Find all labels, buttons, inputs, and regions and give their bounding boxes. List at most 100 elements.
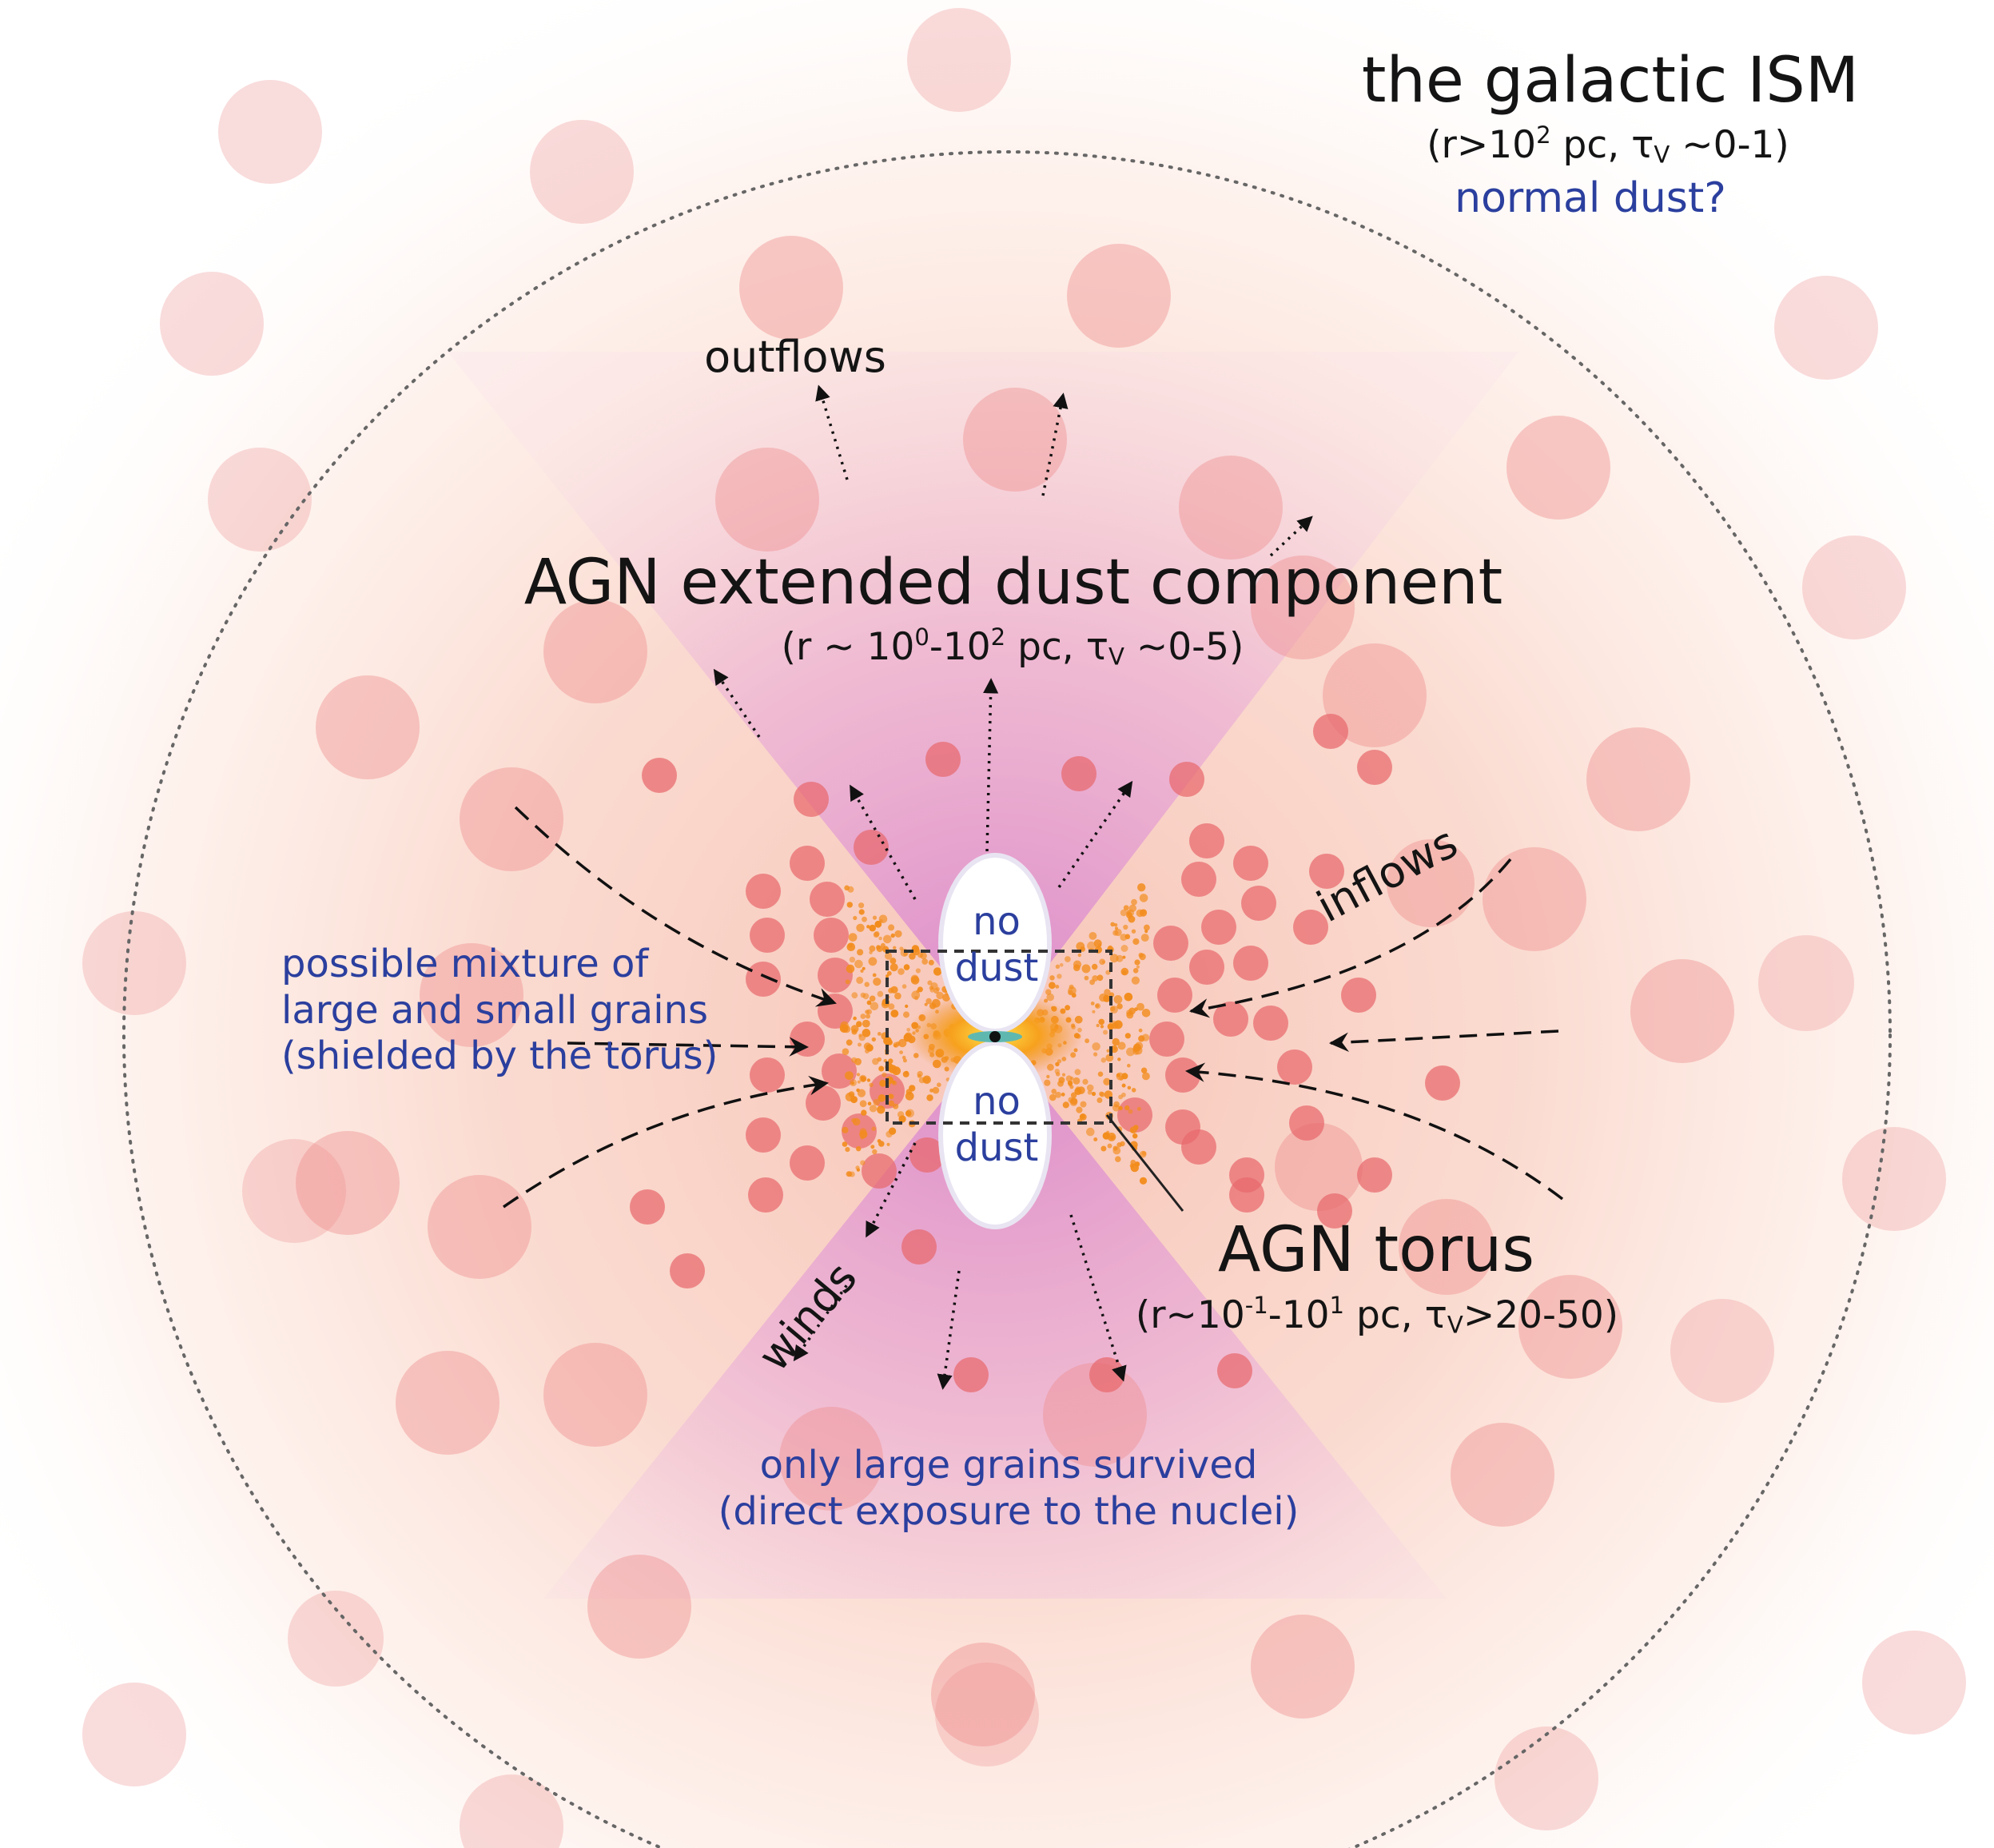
dust-grain <box>1131 898 1137 906</box>
dust-grain <box>888 1100 894 1107</box>
dust-cloud-icon <box>1089 1357 1124 1392</box>
dust-grain <box>1092 1042 1100 1051</box>
dust-grain <box>1086 1127 1095 1137</box>
dust-grain <box>1103 1030 1108 1035</box>
dust-grain <box>1140 1067 1148 1073</box>
dust-grain <box>1104 989 1111 996</box>
dust-grain <box>1102 960 1105 964</box>
dust-grain <box>921 958 929 965</box>
dust-grain <box>1129 1163 1135 1169</box>
dust-grain <box>1119 1076 1124 1081</box>
dust-grain <box>1097 974 1104 982</box>
dust-cloud-icon <box>1451 1423 1554 1527</box>
dust-cloud-icon <box>935 1663 1039 1766</box>
arrow-icon <box>567 1037 810 1057</box>
dust-grain <box>871 1126 876 1131</box>
dust-cloud-icon <box>1586 727 1690 831</box>
dust-grain <box>1131 1088 1136 1093</box>
wind-arrows <box>793 1142 1127 1390</box>
extended-params-text: (r ~ 10 <box>781 625 915 669</box>
no-dust-line: dust <box>954 945 1039 990</box>
dust-grain <box>932 1086 940 1094</box>
dust-cloud-icon <box>242 1139 346 1243</box>
dust-grain <box>856 1168 860 1172</box>
dust-cloud-icon <box>925 742 961 777</box>
dust-cloud-icon <box>420 943 523 1047</box>
dust-grain <box>1059 963 1064 967</box>
dust-grain <box>1097 1097 1103 1103</box>
extended-params-text: ~0-5) <box>1124 625 1244 669</box>
dust-grain <box>917 952 924 958</box>
dust-cloud-icon <box>953 1357 989 1392</box>
dust-grain <box>869 995 876 1002</box>
torus-title: AGN torus <box>1217 1214 1535 1286</box>
dust-cloud-icon <box>1253 1006 1288 1041</box>
dust-cloud-icon <box>931 1643 1035 1746</box>
dust-cloud-icon <box>1233 846 1268 881</box>
dust-cloud-icon <box>814 918 849 953</box>
dust-cloud-icon <box>862 1153 897 1189</box>
dust-grain <box>903 1011 909 1018</box>
dust-grain <box>1062 1101 1069 1109</box>
dust-grain <box>1046 1074 1050 1079</box>
dust-grain <box>903 964 910 970</box>
dust-cloud-icon <box>1277 1049 1312 1085</box>
dust-grain <box>857 1080 861 1084</box>
dust-cloud-icon <box>1842 1127 1946 1231</box>
dust-grain <box>1144 924 1150 931</box>
dust-grain <box>1128 1109 1133 1114</box>
dust-grain <box>926 1094 933 1101</box>
dust-cloud-icon <box>794 782 829 817</box>
dust-grain <box>1046 993 1054 1002</box>
dust-grain <box>856 923 865 933</box>
dust-grain <box>1141 1034 1150 1041</box>
dust-grain <box>1138 1028 1143 1033</box>
dust-grain <box>1116 1073 1120 1077</box>
dust-grain <box>930 982 938 990</box>
dust-cloud-icon <box>208 448 312 552</box>
dust-grain <box>923 1077 930 1083</box>
dust-grain <box>861 1109 867 1116</box>
torus-params: (r~10-1-101 pc, τV>20-50) <box>1136 1293 1618 1336</box>
mixture-label: possible mixture of large and small grai… <box>281 942 718 1080</box>
dust-grain <box>1077 1086 1085 1094</box>
dust-grain <box>1107 1133 1116 1141</box>
dust-cloud-icon <box>1181 862 1216 897</box>
dust-cloud-icon <box>1201 910 1236 945</box>
dust-grain <box>886 970 892 976</box>
dust-cloud-icon <box>818 958 853 993</box>
dust-cloud-icon <box>587 1555 691 1659</box>
dust-grain <box>1126 1011 1134 1019</box>
dust-grain <box>1100 1057 1107 1063</box>
dust-grain <box>1061 1073 1066 1077</box>
dust-grain <box>848 942 853 948</box>
dust-cloud-icon <box>806 1085 841 1121</box>
dust-grain <box>890 1010 899 1018</box>
dust-grain <box>869 924 876 932</box>
dust-grain <box>901 984 907 989</box>
dust-cloud-icon <box>822 1053 857 1089</box>
no-dust-line: no <box>973 899 1021 944</box>
dust-grain <box>1140 934 1149 942</box>
dust-grain <box>1057 974 1062 979</box>
dust-grain <box>893 1041 899 1048</box>
dust-grain <box>1126 1047 1135 1057</box>
dust-grain <box>858 909 865 915</box>
dust-cloud-icon <box>1387 839 1475 927</box>
dust-grain <box>894 930 902 938</box>
torus-clouds <box>630 714 1460 1392</box>
dust-grain <box>890 957 897 964</box>
dust-grain <box>1074 1069 1081 1076</box>
dust-cloud-icon <box>630 1189 665 1225</box>
dust-grain <box>1044 1079 1051 1086</box>
dust-grain <box>1098 1018 1104 1026</box>
dust-cloud-icon <box>750 918 785 953</box>
dust-grain <box>929 987 935 993</box>
outflow-arrows <box>713 384 1313 900</box>
dust-grain <box>897 968 905 975</box>
dust-cloud-icon <box>842 1113 877 1149</box>
dust-grain <box>1049 1093 1057 1101</box>
ism-params-text: pc, τ <box>1550 123 1654 167</box>
dust-cloud-icon <box>909 1137 945 1173</box>
